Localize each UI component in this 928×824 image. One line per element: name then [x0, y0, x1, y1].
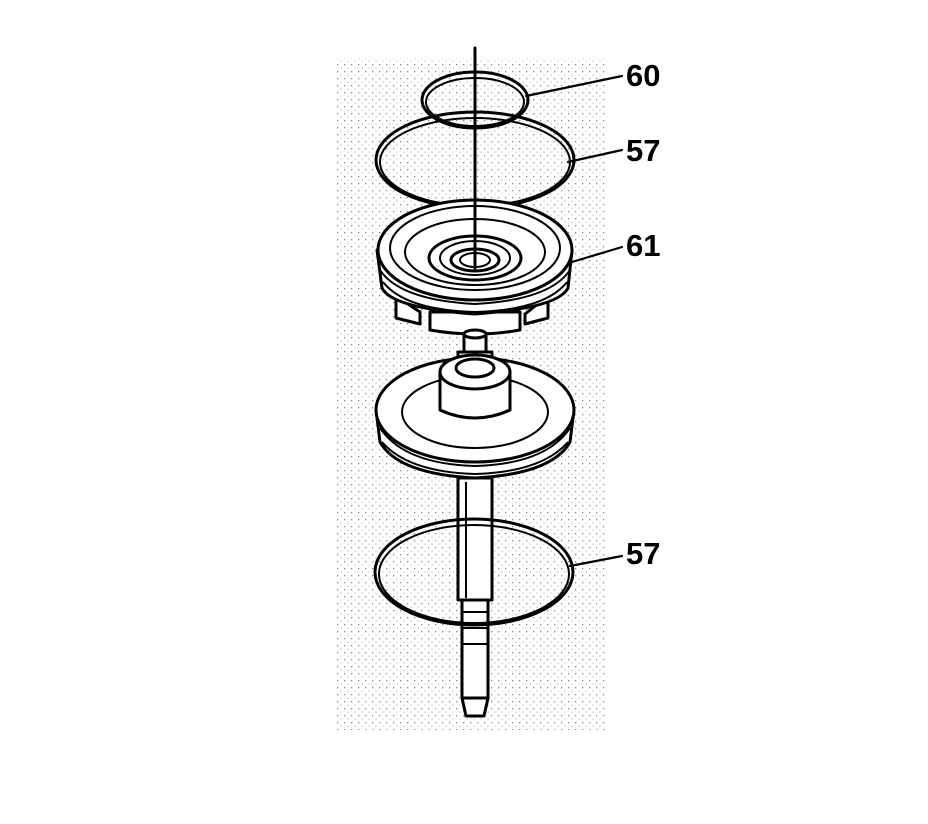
piston	[374, 353, 576, 480]
leader-grooved-disc	[570, 245, 624, 264]
leader-ring-lower	[568, 554, 624, 568]
valve-stem	[456, 476, 494, 718]
callout-ring-top: 60	[626, 58, 660, 93]
callout-grooved-disc: 61	[626, 228, 660, 263]
callout-ring-lower: 57	[626, 536, 660, 571]
ring-top	[420, 70, 530, 130]
leader-ring-upper	[566, 148, 624, 164]
leader-ring-top	[524, 74, 624, 98]
ring-lower	[373, 517, 575, 627]
callout-ring-upper: 57	[626, 133, 660, 168]
